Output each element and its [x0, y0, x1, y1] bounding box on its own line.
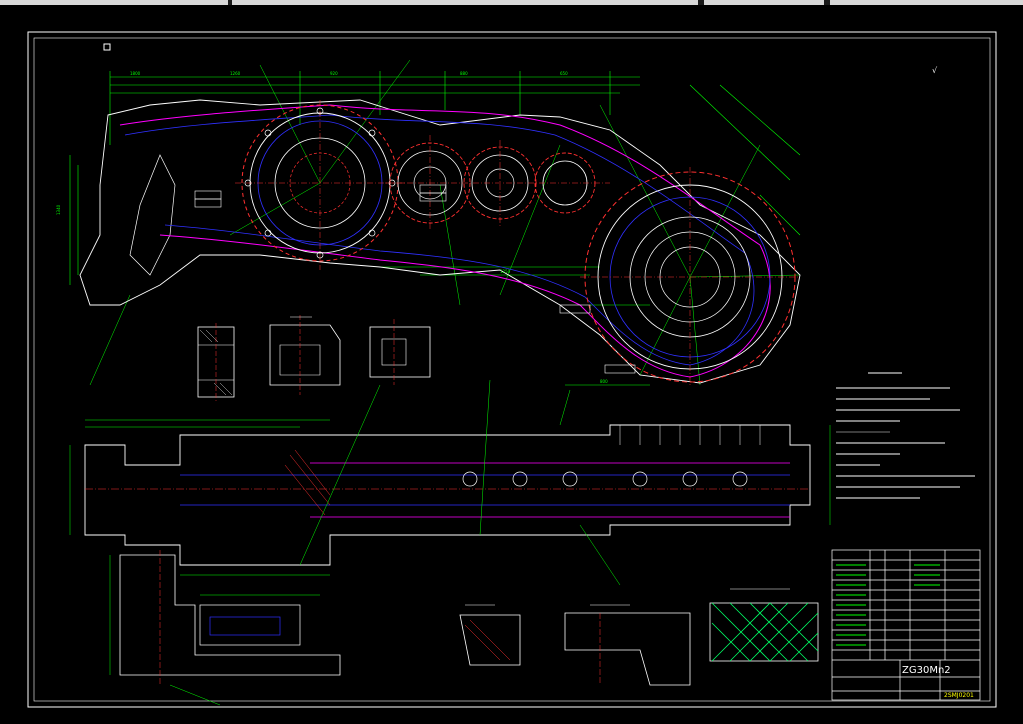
svg-text:880: 880 — [460, 71, 468, 76]
drawing-inner-border — [33, 37, 991, 702]
svg-text:800: 800 — [600, 379, 608, 384]
cutting-drum — [580, 167, 800, 387]
mesh-pattern-detail — [709, 588, 819, 662]
drive-sprocket — [235, 100, 405, 270]
title-block-row-lines — [836, 564, 940, 646]
drawing-outer-border — [27, 31, 997, 708]
side-section-view — [69, 379, 831, 586]
detail-view-b — [269, 315, 341, 395]
detail-view-c — [369, 319, 431, 385]
toolbar-strip[interactable] — [232, 0, 698, 5]
application-top-bar — [0, 0, 1023, 5]
svg-text:1250: 1250 — [500, 269, 511, 274]
svg-text:1340: 1340 — [56, 204, 61, 215]
section-detail-left — [459, 604, 521, 666]
idler-gears — [385, 135, 610, 231]
drawing-number-label: 2SMJ0201 — [944, 692, 974, 699]
svg-text:920: 920 — [330, 71, 338, 76]
technical-requirements-block — [836, 372, 975, 499]
toolbar-strip[interactable] — [704, 0, 824, 5]
section-detail-right — [564, 604, 691, 686]
main-assembly-view: 1800 1260 920 880 650 1340 1250 800 — [56, 59, 801, 387]
toolbar-strip[interactable] — [0, 0, 228, 5]
svg-text:650: 650 — [560, 71, 568, 76]
corner-marker — [103, 43, 111, 51]
title-block — [831, 549, 981, 701]
toolbar-strip[interactable] — [830, 0, 1023, 5]
detail-view-a — [197, 323, 235, 401]
lower-left-view — [109, 550, 341, 706]
drawing-canvas[interactable]: √ — [0, 5, 1023, 724]
svg-text:1800: 1800 — [130, 71, 141, 76]
roughness-symbol: √ — [932, 66, 938, 75]
material-label: ZG30Mn2 — [902, 665, 951, 676]
svg-text:1260: 1260 — [230, 71, 241, 76]
